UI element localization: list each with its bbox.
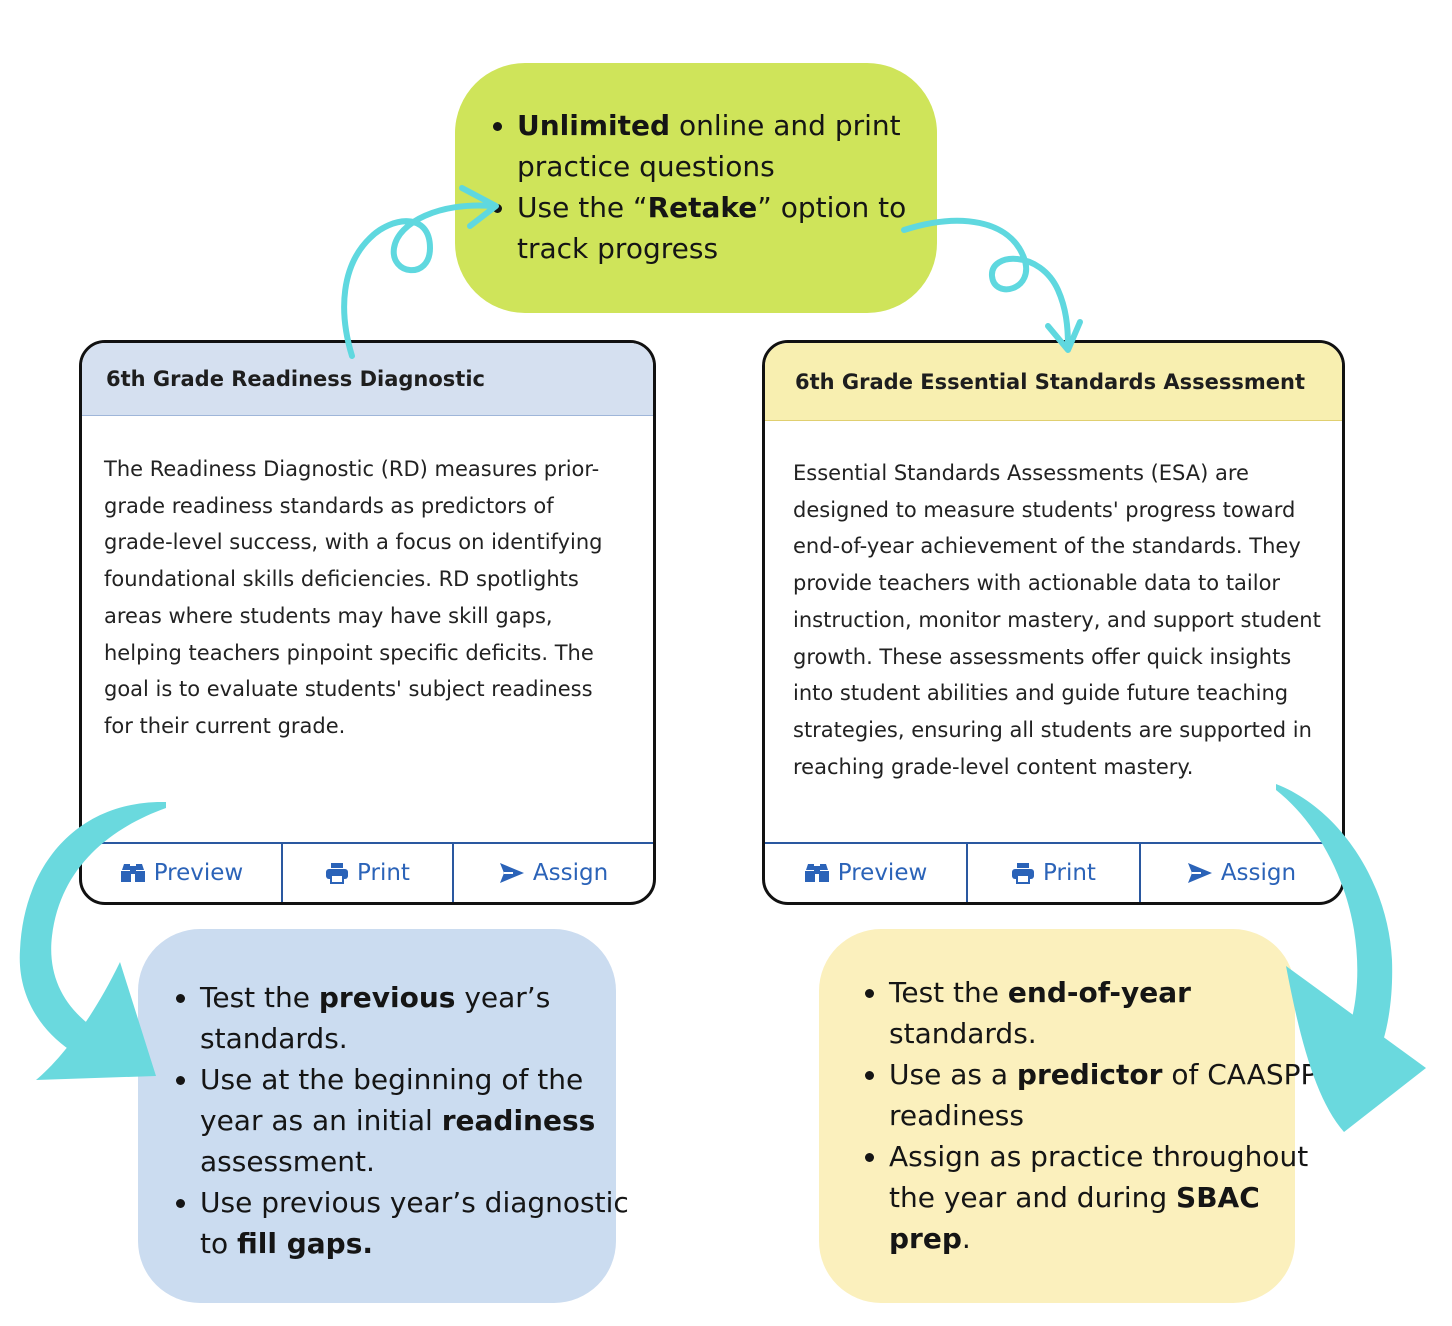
top-bullet-unlimited: Unlimited online and print practice ques… [517,105,957,187]
assign-label: Assign [1220,860,1297,886]
readiness-diagnostic-card: 6th Grade Readiness Diagnostic The Readi… [79,340,656,905]
loop-arrow-to-right [901,217,1071,349]
print-button[interactable]: Print [283,844,455,902]
preview-label: Preview [837,860,928,886]
print-label: Print [357,860,410,886]
left-bullet-readiness: Use at the beginning of the year as an i… [200,1059,640,1182]
top-info-bubble: Unlimited online and print practice ques… [455,63,937,313]
arrowhead-top [459,185,499,229]
preview-label: Preview [153,860,244,886]
card-title: 6th Grade Readiness Diagnostic [82,343,653,416]
assign-label: Assign [532,860,609,886]
top-bullet-retake: Use the “Retake” option to track progres… [517,187,957,269]
left-bullet-fill-gaps: Use previous year’s diagnostic to fill g… [200,1182,640,1264]
preview-button[interactable]: Preview [82,844,283,902]
binoculars-icon [120,864,145,882]
curved-arrow-right [1276,784,1393,1100]
send-icon [499,863,524,883]
essential-standards-card: 6th Grade Essential Standards Assessment… [762,340,1345,905]
loop-arrow-to-top [341,202,495,359]
right-bullet-sbac: Assign as practice throughout the year a… [889,1136,1319,1259]
card-title: 6th Grade Essential Standards Assessment [765,343,1342,421]
left-bullet-previous: Test the previous year’s standards. [200,977,640,1059]
assign-button[interactable]: Assign [1141,844,1342,902]
arrowhead-left [36,962,156,1080]
binoculars-icon [804,864,829,882]
print-label: Print [1043,860,1096,886]
card-actions: Preview Print Assign [82,842,653,902]
arrowhead-right-card [1045,319,1083,353]
card-description: Essential Standards Assessments (ESA) ar… [793,461,1321,779]
assign-button[interactable]: Assign [454,844,653,902]
print-button[interactable]: Print [968,844,1141,902]
right-bullet-end-of-year: Test the end-of-year standards. [889,972,1319,1054]
curved-arrow-left [19,801,166,1072]
card-actions: Preview Print Assign [765,842,1342,902]
arrowhead-right [1286,966,1426,1132]
preview-button[interactable]: Preview [765,844,969,902]
card-description: The Readiness Diagnostic (RD) measures p… [104,457,603,738]
printer-icon [326,863,349,884]
right-bullet-predictor: Use as a predictor of CAASPP readiness [889,1054,1319,1136]
send-icon [1187,863,1212,883]
left-info-bubble: Test the previous year’s standards. Use … [138,929,629,1303]
printer-icon [1012,863,1035,884]
right-info-bubble: Test the end-of-year standards. Use as a… [819,929,1317,1303]
